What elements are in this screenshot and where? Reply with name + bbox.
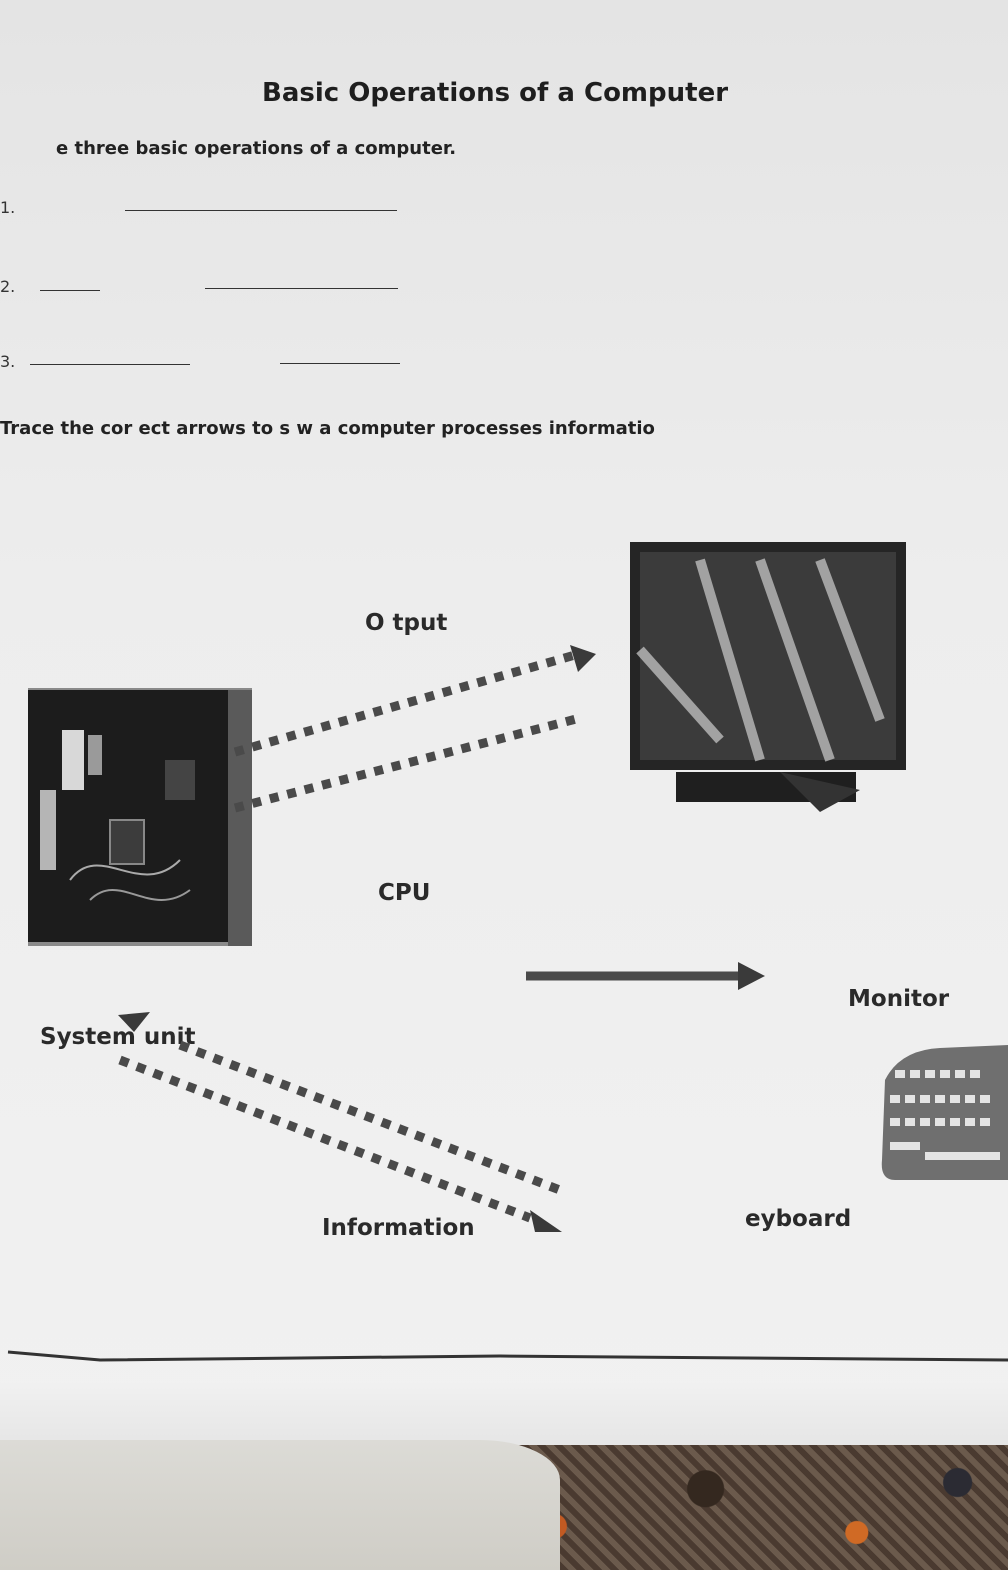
keyboard-icon[interactable] xyxy=(881,1045,1008,1180)
answer-number-3: 3. xyxy=(0,352,16,371)
arrowhead-information xyxy=(530,1210,562,1232)
label-keyboard: eyboard xyxy=(745,1206,852,1232)
answer-line-2a[interactable] xyxy=(40,290,100,291)
arrowhead-solid xyxy=(738,962,765,990)
arrowhead-system-unit xyxy=(118,1012,150,1032)
label-output: O tput xyxy=(365,610,448,636)
dashed-arrow-information-to-system-unit[interactable] xyxy=(118,1055,532,1223)
bottom-rule-line xyxy=(7,1350,1008,1362)
computer-tower-icon[interactable] xyxy=(28,688,252,946)
worksheet-title: Basic Operations of a Computer xyxy=(262,78,729,108)
answer-line-3a[interactable] xyxy=(30,364,190,365)
monitor-icon[interactable] xyxy=(630,542,906,812)
diagram-canvas xyxy=(7,542,1008,1362)
label-cpu: CPU xyxy=(378,880,431,906)
label-system-unit: System unit xyxy=(40,1024,196,1050)
dashed-arrow-system-unit-to-monitor-lower[interactable] xyxy=(233,713,582,813)
page-bottom-shadow xyxy=(0,1380,1008,1450)
dashed-arrow-system-unit-to-information[interactable] xyxy=(178,1040,567,1197)
answer-line-1[interactable] xyxy=(125,210,397,211)
answer-line-2b[interactable] xyxy=(205,288,398,289)
arrowhead-monitor xyxy=(570,645,596,672)
answer-number-2: 2. xyxy=(0,277,16,296)
instruction-trace-arrows: Trace the cor ect arrows to s w a comput… xyxy=(0,418,655,439)
background-cloth xyxy=(0,1440,560,1570)
label-information: Information xyxy=(322,1215,475,1241)
answer-line-3b[interactable] xyxy=(280,363,400,364)
label-monitor: Monitor xyxy=(848,986,950,1012)
dashed-arrow-system-unit-to-monitor-upper[interactable] xyxy=(233,650,577,757)
instruction-list-operations: e three basic operations of a computer. xyxy=(56,138,457,159)
answer-number-1: 1. xyxy=(0,198,16,217)
